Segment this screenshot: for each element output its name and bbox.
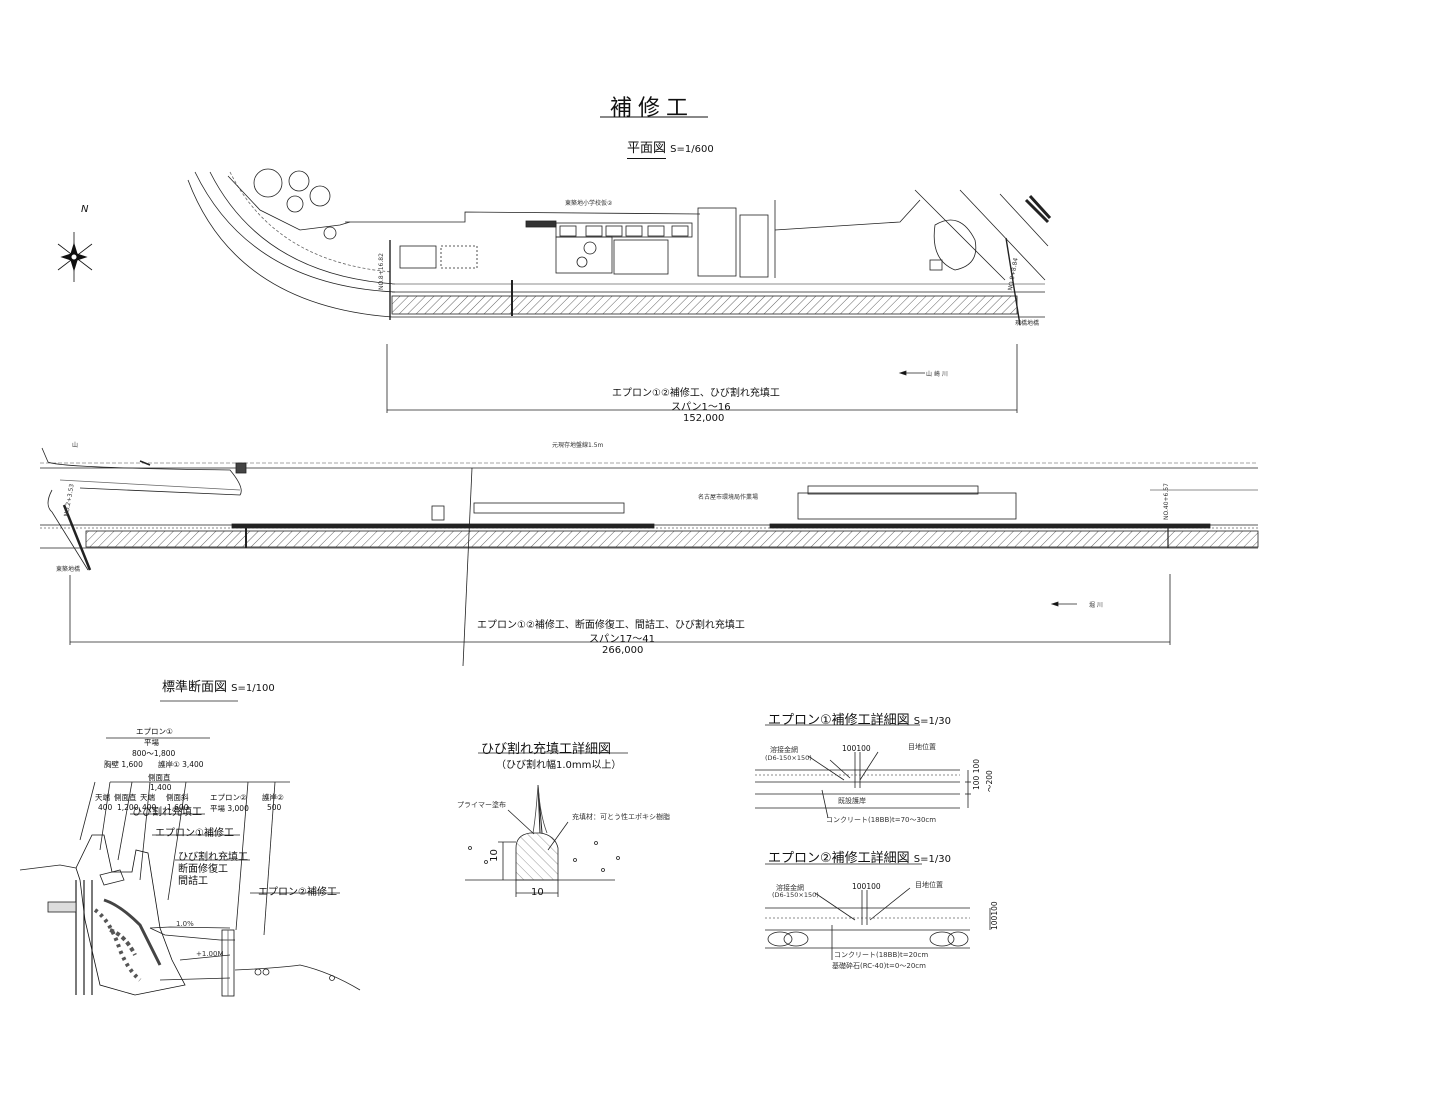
lower-length-label: 266,000: [602, 645, 644, 656]
dim-side-face: 側面直: [114, 793, 137, 802]
north-arrow-icon: [57, 232, 93, 282]
dim-apron1-range: 800～1,800: [132, 749, 176, 758]
apron2-mesh: 溶接金網: [776, 884, 804, 892]
callout-apron2-repair: エプロン②補修工: [258, 887, 337, 898]
dim-side-slope: 側面斜: [166, 793, 189, 802]
upper-plan: [187, 168, 1052, 413]
school-label: 東築地小学校仮②: [565, 200, 613, 207]
standard-section: [19, 700, 361, 997]
lower-span-label: スパン17～41: [589, 634, 655, 645]
dim-apron1: エプロン①: [136, 727, 173, 736]
lower-station-right: NO.40+6.57: [1163, 483, 1170, 520]
apron2-scale: S=1/30: [913, 854, 951, 865]
plan-scale: S=1/600: [670, 144, 714, 155]
apron1-mesh-spec: (D6-150×150): [765, 754, 812, 762]
sheet-title: 補修工: [610, 96, 695, 121]
apron1-mesh: 溶接金網: [770, 746, 798, 754]
apron1-scale: S=1/30: [913, 716, 951, 727]
section-title: 標準断面図 S=1/100: [162, 676, 275, 695]
upper-station-left: NO.8+16.82: [378, 253, 385, 290]
upper-flow-label: 山 崎 川: [926, 371, 948, 378]
lower-mark-label: 山: [72, 442, 79, 449]
callout-section-repair: 断面修復工: [178, 864, 228, 875]
north-label: N: [81, 204, 89, 215]
upper-span-label: スパン1～16: [671, 402, 731, 413]
apron2-right-dim: 100100: [990, 901, 999, 930]
dim-top-end-b: 天端: [140, 793, 155, 802]
callout-crack-fill: ひび割れ充填工: [132, 807, 202, 818]
crack-filler: 充填材：可とう性エポキシ樹脂: [572, 813, 670, 821]
dim-revetment2-val: 500: [267, 803, 282, 812]
section-level: +1.00M: [196, 950, 224, 958]
lower-plan: [40, 447, 1259, 667]
crack-subtitle: （ひび割れ幅1.0mm以上）: [496, 760, 622, 771]
crack-title: ひび割れ充填工詳細図: [481, 742, 612, 757]
crack-width: 10: [531, 887, 544, 898]
dim-side-top-b: 1,400: [150, 783, 172, 792]
section-scale: S=1/100: [231, 683, 275, 694]
dim-revetment2: 護岸②: [262, 793, 284, 802]
dim-apron2: エプロン②: [210, 793, 247, 802]
section-slope: 1.0%: [176, 920, 194, 928]
apron2-mesh-spec: (D6-150×150): [772, 891, 819, 899]
dim-revetment1: 護岸① 3,400: [158, 760, 204, 769]
dim-apron1-flat: 平場: [144, 738, 159, 747]
dim-side-face-val: 1,200: [117, 803, 139, 812]
lower-top-label: 元現存地盤線1.5m: [552, 442, 604, 449]
apron1-detail: [755, 724, 971, 819]
dim-side-top-a: 側面直: [148, 773, 171, 782]
dim-side-slope-val: 1,600: [167, 803, 189, 812]
apron2-base: 基礎砕石(RC-40)t=0～20cm: [832, 962, 926, 970]
apron1-right-dim2: ～200: [985, 770, 994, 792]
apron2-joint: 目地位置: [915, 881, 943, 889]
section-title-text: 標準断面図: [162, 680, 228, 695]
apron1-title-text: エプロン①補修工詳細図: [768, 713, 910, 728]
dim-top-end-a: 天端: [95, 793, 110, 802]
apron2-concrete: コンクリート(18BB)t=20cm: [834, 951, 929, 959]
dim-top-end-a-val: 400: [98, 803, 113, 812]
apron1-title: エプロン①補修工詳細図 S=1/30: [768, 709, 951, 728]
callout-crack-fill-2: ひび割れ充填工: [178, 852, 248, 863]
callout-joint-fill: 間詰工: [178, 876, 208, 887]
crack-detail: [465, 752, 628, 897]
lower-work-label: エプロン①②補修工、断面修復工、間詰工、ひび割れ充填工: [477, 620, 745, 631]
upper-work-label: エプロン①②補修工、ひび割れ充填工: [612, 388, 780, 399]
apron2-dims: 100100: [852, 882, 881, 891]
callout-apron1-repair: エプロン①補修工: [155, 828, 234, 839]
apron1-joint: 目地位置: [908, 743, 936, 751]
upper-length-label: 152,000: [683, 413, 725, 424]
upper-bridge-label: 現橋地橋: [1015, 320, 1040, 327]
crack-height: 10: [488, 849, 500, 862]
lower-mid-label: 名古屋市環境局作業場: [698, 494, 759, 501]
apron2-title-text: エプロン②補修工詳細図: [768, 851, 910, 866]
dim-apron2-flat: 平場 3,000: [210, 804, 249, 813]
apron1-concrete: コンクリート(18BB)t=70～30cm: [826, 816, 937, 824]
apron1-right-dim: 100 100: [972, 758, 981, 790]
apron1-existing: 既設護岸: [838, 797, 866, 805]
apron2-detail: [765, 863, 991, 960]
lower-flow-label: 堀 川: [1089, 602, 1103, 609]
crack-primer: プライマー塗布: [457, 801, 506, 809]
plan-title-text: 平面図: [627, 141, 667, 159]
apron2-title: エプロン②補修工詳細図 S=1/30: [768, 847, 951, 866]
apron1-dims: 100100: [842, 744, 871, 753]
dim-parapet: 胸壁 1,600: [104, 760, 143, 769]
lower-bridge-label: 東築地橋: [56, 566, 81, 573]
dim-top-end-b-val: 400: [142, 803, 157, 812]
plan-title: 平面図 S=1/600: [627, 137, 714, 159]
